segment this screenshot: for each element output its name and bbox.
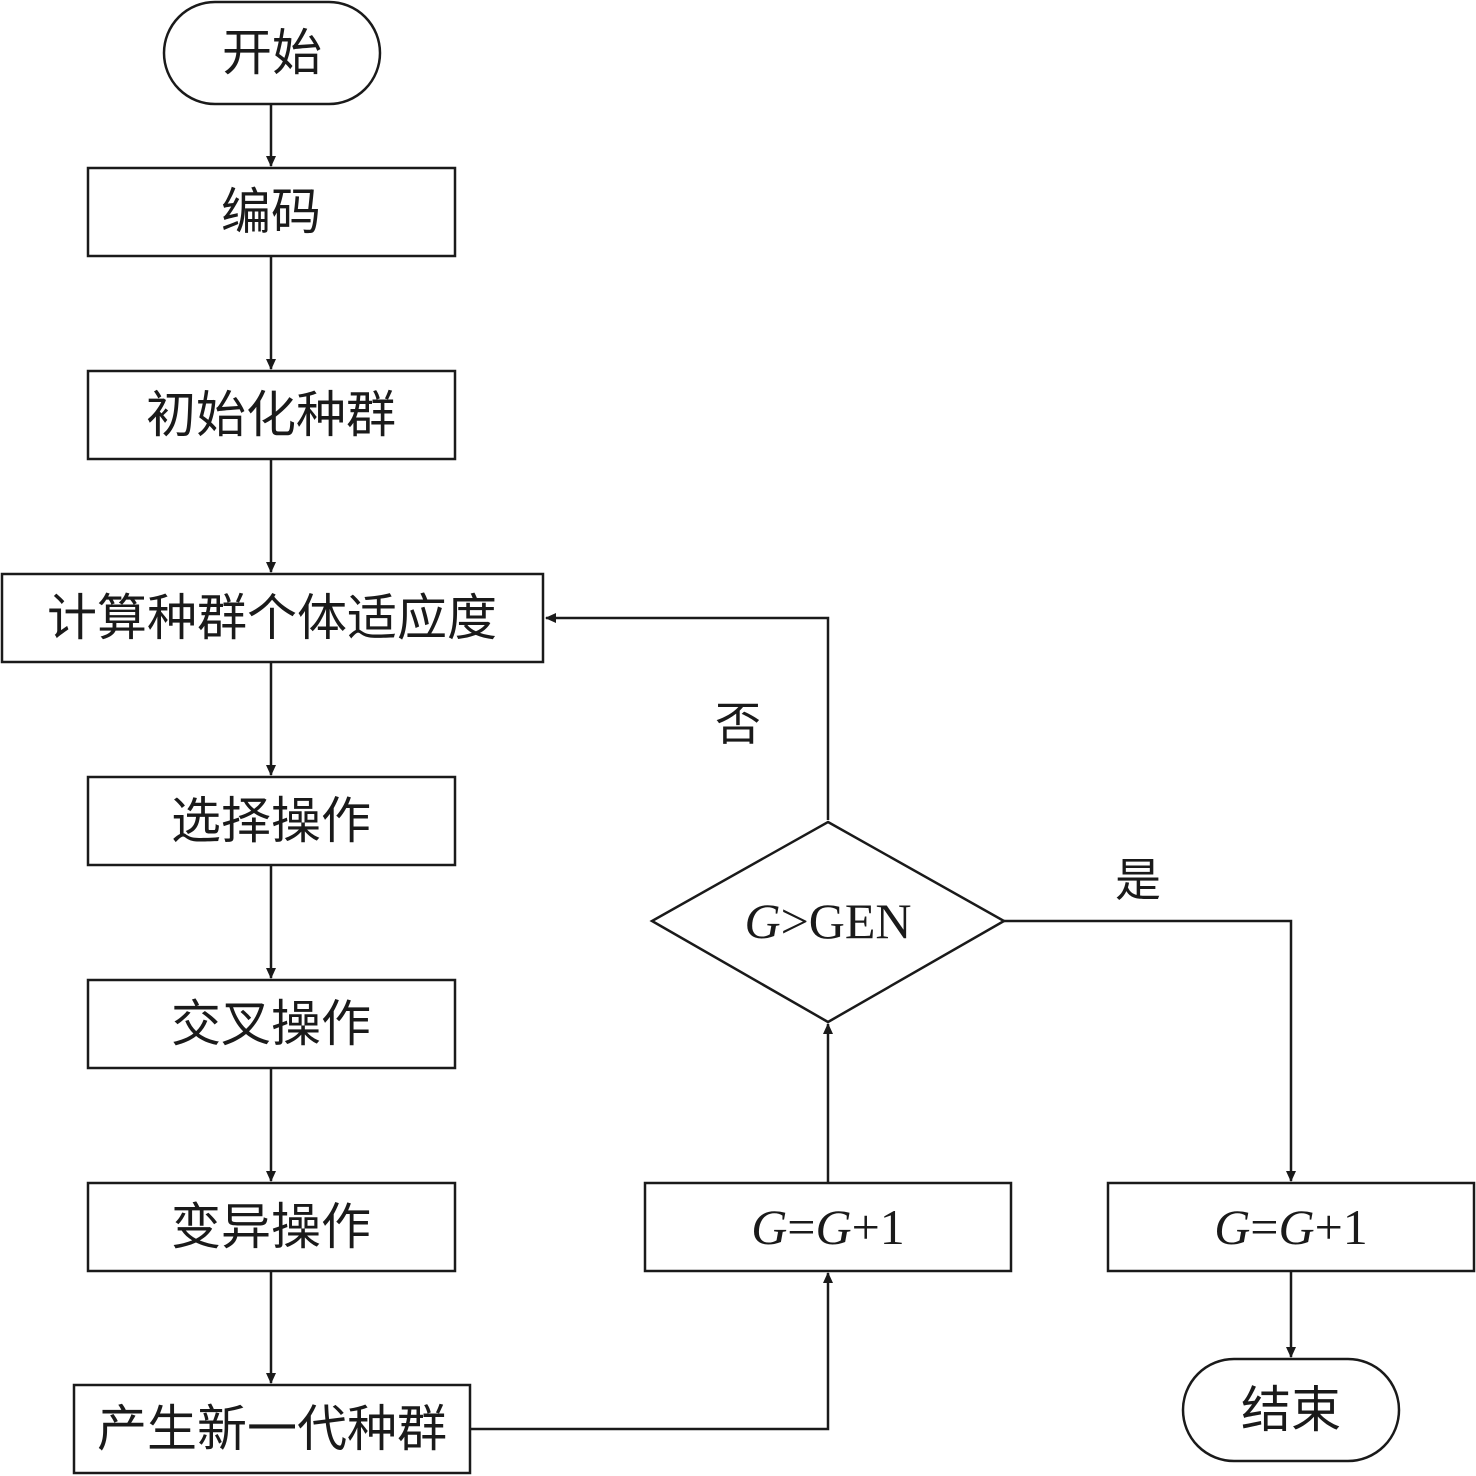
end-terminal: 结束 xyxy=(1181,1357,1401,1463)
decision-label: G>GEN xyxy=(744,893,911,949)
init-population-process: 初始化种群 xyxy=(86,369,457,461)
new-generation-process: 产生新一代种群 xyxy=(72,1383,472,1475)
increment-right-process: G=G+1 xyxy=(1106,1181,1476,1273)
compute-fitness-process: 计算种群个体适应度 xyxy=(0,572,545,664)
selection-label: 选择操作 xyxy=(171,792,371,850)
crossover-process: 交叉操作 xyxy=(86,978,457,1070)
edge-label-no: 否 xyxy=(715,697,761,751)
start-label: 开始 xyxy=(222,24,322,82)
edge-decision-yes-to-increment xyxy=(1004,919,1296,1182)
compute-fitness-label: 计算种群个体适应度 xyxy=(47,589,497,647)
end-label: 结束 xyxy=(1241,1381,1341,1439)
edge-newgen-to-increment xyxy=(470,1272,833,1431)
edge-decision-no-to-fitness xyxy=(545,613,830,820)
mutation-label: 变异操作 xyxy=(171,1198,371,1256)
start-terminal: 开始 xyxy=(162,0,382,106)
encode-label: 编码 xyxy=(221,183,321,241)
decision-diamond: G>GEN xyxy=(649,820,1007,1024)
new-generation-label: 产生新一代种群 xyxy=(97,1400,447,1458)
edge-label-yes: 是 xyxy=(1115,853,1161,907)
selection-process: 选择操作 xyxy=(86,775,457,867)
mutation-process: 变异操作 xyxy=(86,1181,457,1273)
init-population-label: 初始化种群 xyxy=(146,386,396,444)
crossover-label: 交叉操作 xyxy=(171,995,371,1053)
encode-process: 编码 xyxy=(86,166,457,258)
increment-left-process: G=G+1 xyxy=(643,1181,1013,1273)
increment-left-label: G=G+1 xyxy=(751,1199,905,1255)
increment-right-label: G=G+1 xyxy=(1214,1199,1368,1255)
